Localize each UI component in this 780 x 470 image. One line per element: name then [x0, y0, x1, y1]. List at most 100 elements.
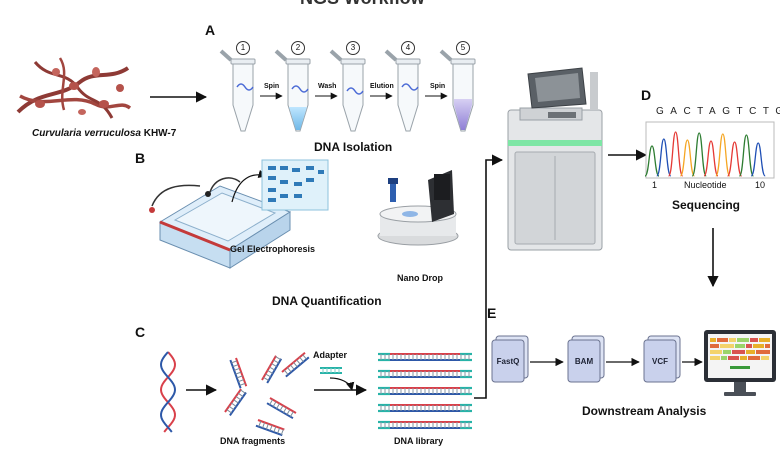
chromatogram-peak-t — [679, 139, 696, 177]
label-nano-drop: Nano Drop — [397, 273, 443, 283]
alignment-block — [717, 338, 728, 342]
tube-1 — [219, 49, 256, 132]
chromatogram-peak-g — [644, 145, 660, 177]
step-label-elution: Elution — [370, 83, 394, 90]
caption-sequencing: Sequencing — [672, 198, 741, 212]
panel-label-e: E — [487, 305, 497, 321]
adapter-molecule — [320, 367, 342, 374]
dna-helix-strand-red — [159, 351, 176, 433]
label-dna-library: DNA library — [394, 436, 444, 446]
panel-label-d: D — [641, 87, 652, 103]
tube-5 — [439, 49, 476, 132]
gel-image — [261, 159, 329, 211]
nanodrop-device — [377, 170, 459, 246]
tube-3 — [329, 49, 366, 132]
dna-fragment — [255, 419, 285, 437]
dna-fragment — [266, 397, 297, 420]
caption-downstream-analysis: Downstream Analysis — [582, 404, 707, 418]
step-number-4: 4 — [401, 41, 415, 55]
dna-library-fragment — [378, 352, 472, 362]
caption-dna-isolation: DNA Isolation — [314, 140, 393, 154]
step-label-wash: Wash — [318, 83, 337, 90]
dna-library-fragment — [378, 420, 472, 430]
dna-library-fragment — [378, 403, 472, 413]
step-number-2: 2 — [291, 41, 305, 55]
dna-fragment — [261, 355, 283, 384]
alignment-block — [761, 356, 769, 360]
step-number-3: 3 — [346, 41, 360, 55]
label-adapter: Adapter — [313, 350, 348, 360]
sequencer-instrument — [507, 67, 603, 251]
sequence-letters: GACTAGTCTG — [656, 106, 780, 117]
file-label-vcf: VCF — [652, 357, 668, 366]
label-gel-electrophoresis: Gel Electrophoresis — [230, 244, 316, 254]
alignment-block — [710, 350, 722, 354]
chromatogram-peak-g — [750, 142, 766, 177]
alignment-block — [732, 350, 745, 354]
file-label-fastq: FastQ — [496, 357, 520, 366]
organism-name: Curvularia verruculosa KHW-7 — [32, 128, 176, 140]
panel-label-a: A — [205, 22, 216, 38]
chromatogram-peak-a — [691, 132, 707, 177]
chromatogram-peak-g — [703, 140, 719, 177]
chromatogram-peak-t — [715, 133, 731, 177]
alignment-block — [746, 344, 752, 348]
dna-fragment — [224, 388, 247, 417]
chromatogram-peak-t — [738, 134, 755, 177]
alignment-block — [710, 344, 719, 348]
chromatogram-peak-a — [656, 138, 672, 177]
file-label-bam: BAM — [574, 357, 594, 366]
alignment-block — [728, 356, 739, 360]
alignment-block — [753, 344, 764, 348]
organism-strain: KHW-7 — [143, 128, 177, 139]
step-label-spin-1: Spin — [264, 83, 280, 90]
alignment-block — [748, 356, 760, 360]
caption-dna-quantification: DNA Quantification — [272, 294, 382, 308]
analysis-monitor — [704, 330, 776, 396]
dna-helix-strand-blue — [160, 351, 177, 433]
alignment-block — [735, 344, 745, 348]
step-label-spin-2: Spin — [430, 83, 446, 90]
panel-label-c: C — [135, 324, 146, 340]
arrow-library-to-sequencer — [474, 154, 504, 399]
chromatogram-axis-label: Nucleotide — [684, 180, 727, 190]
isolation-tubes — [219, 49, 476, 132]
alignment-block — [720, 344, 734, 348]
dna-fragment — [229, 357, 248, 389]
analysis-files — [491, 335, 681, 383]
tube-2 — [274, 49, 311, 132]
alignment-block — [759, 338, 770, 342]
alignment-block — [756, 350, 770, 354]
chromatogram-peak-c — [667, 131, 684, 177]
adapter-curve-arrow — [329, 377, 355, 391]
step-number-5: 5 — [456, 41, 470, 55]
figure-title-fragment: NGS Workflow — [300, 0, 425, 9]
dna-fragment — [281, 351, 310, 378]
alignment-block — [765, 344, 770, 348]
alignment-block — [710, 338, 716, 342]
dna-library-fragment — [378, 386, 472, 396]
organism-genus-species: Curvularia verruculosa — [32, 128, 141, 139]
alignment-block — [740, 356, 747, 360]
alignment-block — [710, 356, 720, 360]
dna-library-fragment — [378, 369, 472, 379]
chromatogram-axis-start: 1 — [652, 180, 658, 190]
alignment-block — [723, 350, 731, 354]
alignment-block — [721, 356, 727, 360]
tube-4 — [384, 49, 421, 132]
fungus-illustration — [16, 57, 132, 119]
gel-electrophoresis-apparatus — [149, 169, 292, 269]
alignment-block — [746, 350, 755, 354]
dna-elements — [159, 351, 472, 437]
chromatogram-peak-c — [726, 141, 743, 177]
step-number-1: 1 — [236, 41, 250, 55]
label-dna-fragments: DNA fragments — [220, 436, 286, 446]
track-bar — [730, 366, 750, 369]
alignment-block — [729, 338, 736, 342]
panel-label-b: B — [135, 150, 146, 166]
alignment-block — [750, 338, 758, 342]
chromatogram-axis-end: 10 — [755, 180, 766, 190]
alignment-block — [737, 338, 749, 342]
chromatogram — [644, 121, 775, 179]
